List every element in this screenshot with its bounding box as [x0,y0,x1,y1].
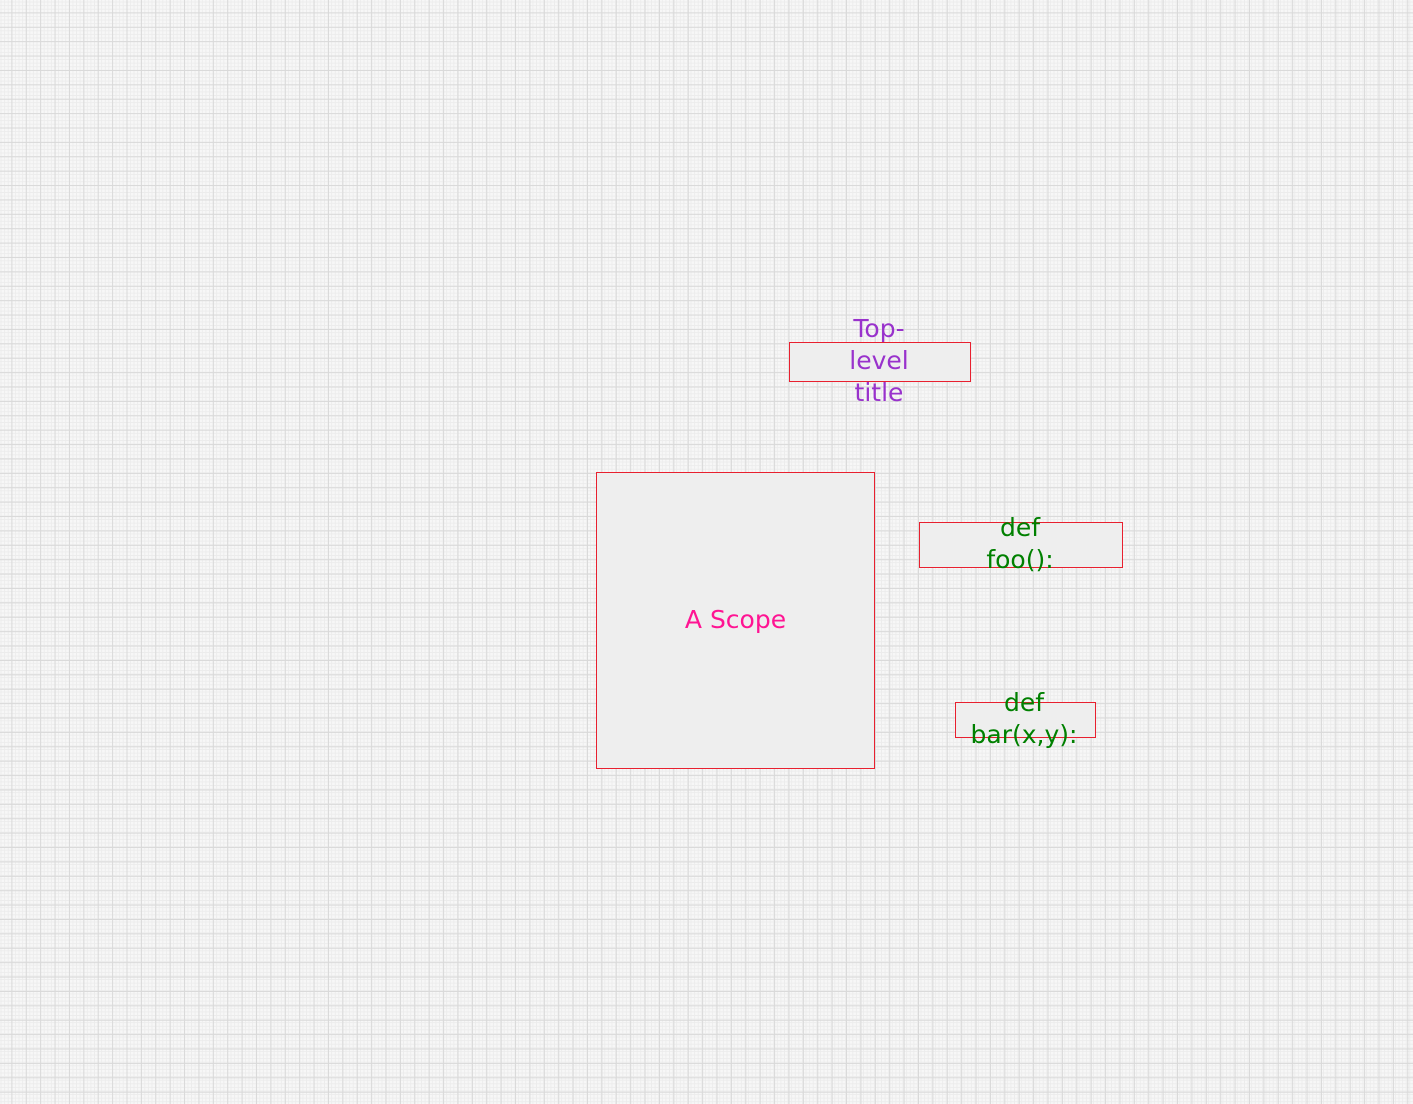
function-node-foo[interactable] [919,522,1123,568]
scope-label: A Scope [684,605,787,634]
scope-node[interactable] [596,472,875,769]
function-label-bar: def bar(x,y): [970,688,1078,749]
function-node-bar[interactable] [955,702,1096,738]
title-node[interactable] [789,342,971,382]
function-label-foo: def foo(): [986,513,1054,574]
title-label: Top-level title [849,314,909,407]
